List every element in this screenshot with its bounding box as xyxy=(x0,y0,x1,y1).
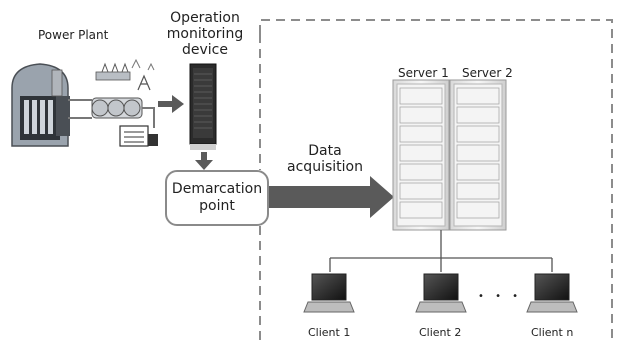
operation-device-label-line2: monitoring xyxy=(166,26,244,42)
arrow-plant-to-device xyxy=(158,95,184,113)
client-n-label: Client n xyxy=(531,326,574,339)
laptop-icon xyxy=(303,273,355,313)
client-2-label: Client 2 xyxy=(419,326,462,339)
server-cabinet-icon xyxy=(392,79,507,231)
operation-device-label-line1: Operation xyxy=(170,10,240,26)
laptop-icon xyxy=(415,273,467,313)
network-lines xyxy=(329,230,553,272)
data-acquisition-label-line1: Data xyxy=(308,143,342,159)
data-acquisition-label: Data acquisition xyxy=(280,143,370,175)
power-plant-label: Power Plant xyxy=(38,28,109,42)
server-1-label: Server 1 xyxy=(398,66,449,80)
arrow-device-to-demarcation xyxy=(195,152,213,170)
server-2-label: Server 2 xyxy=(462,66,513,80)
client-1-label: Client 1 xyxy=(308,326,351,339)
monitoring-zone-boundary xyxy=(259,19,613,343)
operation-device-label-line3: device xyxy=(182,42,228,58)
demarcation-label-line2: point xyxy=(199,198,235,214)
demarcation-point-box: Demarcation point xyxy=(165,170,269,226)
arrow-data-acquisition xyxy=(269,176,394,218)
power-plant-icon xyxy=(11,58,158,147)
ellipsis-label: • • • xyxy=(478,291,523,302)
operation-device-label: Operation monitoring device xyxy=(160,10,250,58)
demarcation-label-line1: Demarcation xyxy=(171,181,263,197)
laptop-icon xyxy=(526,273,578,313)
data-acquisition-label-line2: acquisition xyxy=(287,159,363,175)
server-rack-icon xyxy=(189,63,217,150)
